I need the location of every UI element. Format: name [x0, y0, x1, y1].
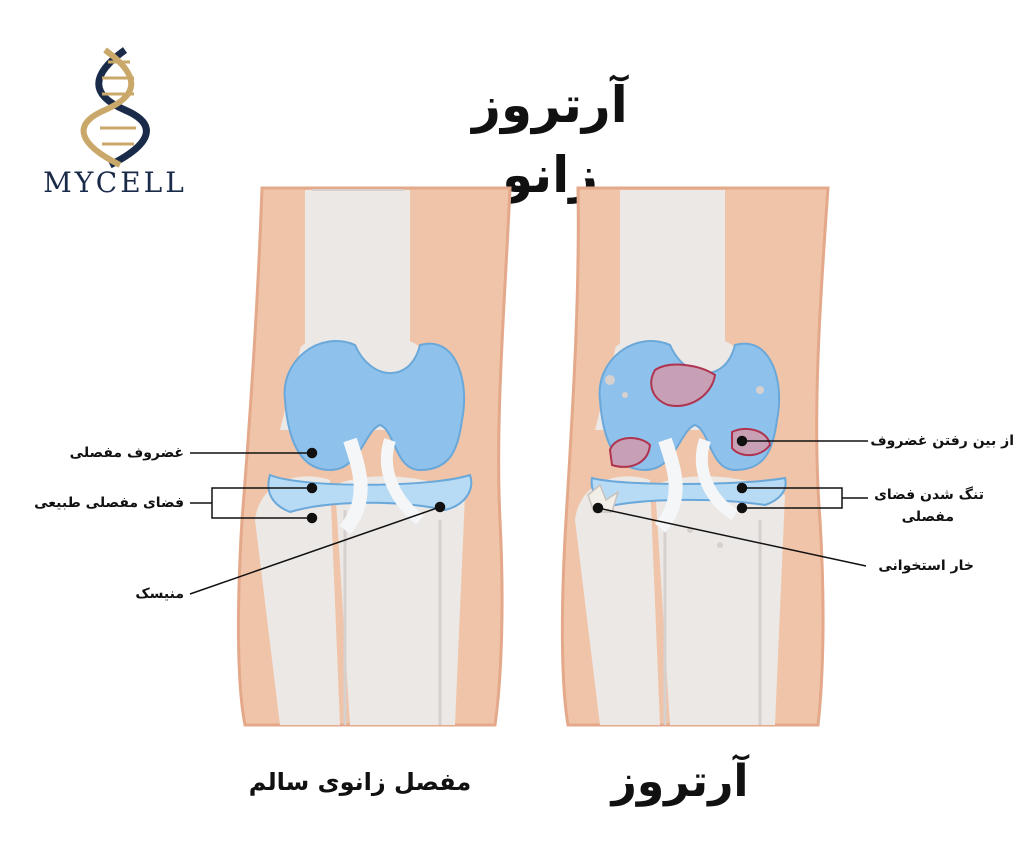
healthy-pointers: [189, 447, 446, 595]
label-cartilage-loss: از بین رفتن غضروف: [870, 433, 1014, 449]
healthy-knee: [236, 186, 512, 727]
label-normal-joint-space: فضای مفصلی طبیعی: [34, 495, 184, 511]
page-title: آرتروز زانو: [472, 76, 628, 204]
caption-arthrosis: آرتروز: [611, 756, 749, 807]
arthrosis-knee: [560, 186, 830, 727]
label-cartilage: غضروف مفصلی: [69, 445, 184, 461]
label-bone-spur: خار استخوانی: [878, 558, 974, 574]
arthrosis-pointers: [592, 435, 868, 567]
label-joint-space-narrowing-2: مفصلی: [901, 509, 954, 525]
caption-healthy-knee: مفصل زانوی سالم: [248, 768, 472, 796]
logo: MYCELL: [30, 40, 200, 210]
label-joint-space-narrowing-1: تنگ شدن فضای: [874, 487, 984, 503]
logo-text: MYCELL: [43, 166, 187, 199]
label-meniscus: منیسک: [135, 586, 184, 602]
dna-helix-icon: [80, 47, 150, 169]
